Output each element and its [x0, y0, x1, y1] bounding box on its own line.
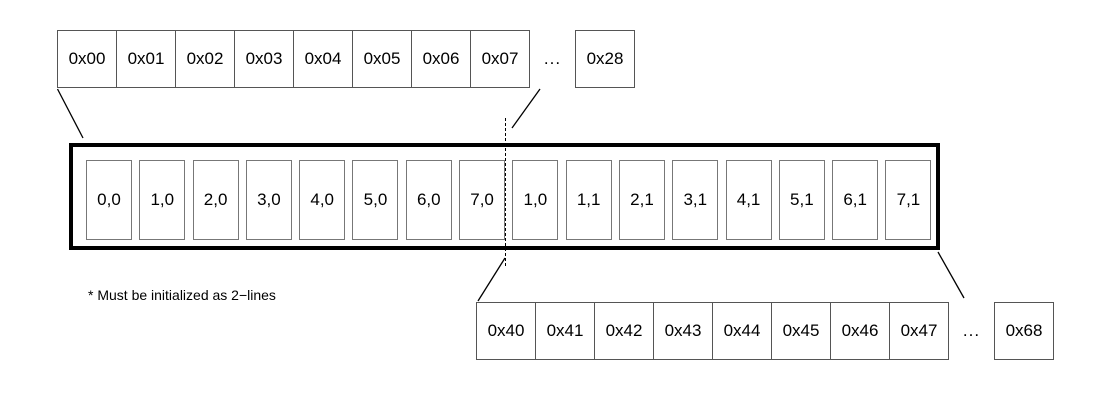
word-cell: 1,0: [139, 160, 186, 240]
word-cell: 6,1: [832, 160, 879, 240]
top-address-cell: 0x05: [352, 30, 412, 88]
line-split-dashed-marker: [505, 118, 506, 266]
top-address-cell: 0x01: [116, 30, 176, 88]
bottom-address-cell: 0x44: [712, 302, 772, 360]
word-cell: 3,0: [245, 160, 292, 240]
top-address-strip: 0x00 0x01 0x02 0x03 0x04 0x05 0x06 0x07 …: [57, 30, 635, 88]
leader-line-bottom-left: [477, 257, 506, 302]
bottom-address-cell: 0x45: [771, 302, 831, 360]
bottom-address-cell: 0x40: [476, 302, 536, 360]
bottom-address-cell: 0x43: [653, 302, 713, 360]
top-address-cell: 0x06: [411, 30, 471, 88]
word-cell: 1,0: [512, 160, 559, 240]
top-address-cell: 0x04: [293, 30, 353, 88]
word-cell: 4,0: [299, 160, 346, 240]
bottom-address-cell: 0x47: [889, 302, 949, 360]
word-cell: 1,1: [565, 160, 612, 240]
word-cell: 7,1: [885, 160, 932, 240]
leader-line-bottom-right: [937, 251, 965, 299]
word-cell: 2,1: [618, 160, 665, 240]
word-cell: 5,0: [352, 160, 399, 240]
word-cell: 6,0: [405, 160, 452, 240]
bottom-address-strip: 0x40 0x41 0x42 0x43 0x44 0x45 0x46 0x47 …: [476, 302, 1054, 360]
bottom-address-tail-cell: 0x68: [994, 302, 1054, 360]
word-cell: 5,1: [778, 160, 825, 240]
top-address-cell: 0x02: [175, 30, 235, 88]
top-address-tail-cell: 0x28: [575, 30, 635, 88]
word-cell: 2,0: [192, 160, 239, 240]
bottom-address-cell: 0x46: [830, 302, 890, 360]
word-cell: 0,0: [86, 160, 132, 240]
word-cell: 7,0: [459, 160, 506, 240]
top-address-cell: 0x00: [57, 30, 117, 88]
top-address-cell: 0x07: [470, 30, 530, 88]
bottom-address-ellipsis: ...: [962, 321, 981, 340]
footnote-text: * Must be initialized as 2−lines: [88, 287, 276, 303]
leader-line-top-right: [511, 88, 541, 129]
top-address-ellipsis: ...: [543, 49, 562, 68]
bottom-address-cell: 0x41: [535, 302, 595, 360]
word-cell: 4,1: [725, 160, 772, 240]
bottom-address-cell: 0x42: [594, 302, 654, 360]
cache-line-word-cells: 0,0 1,0 2,0 3,0 4,0 5,0 6,0 7,0 1,0 1,1 …: [86, 160, 932, 240]
word-cell: 3,1: [672, 160, 719, 240]
leader-line-top-left: [56, 88, 84, 139]
